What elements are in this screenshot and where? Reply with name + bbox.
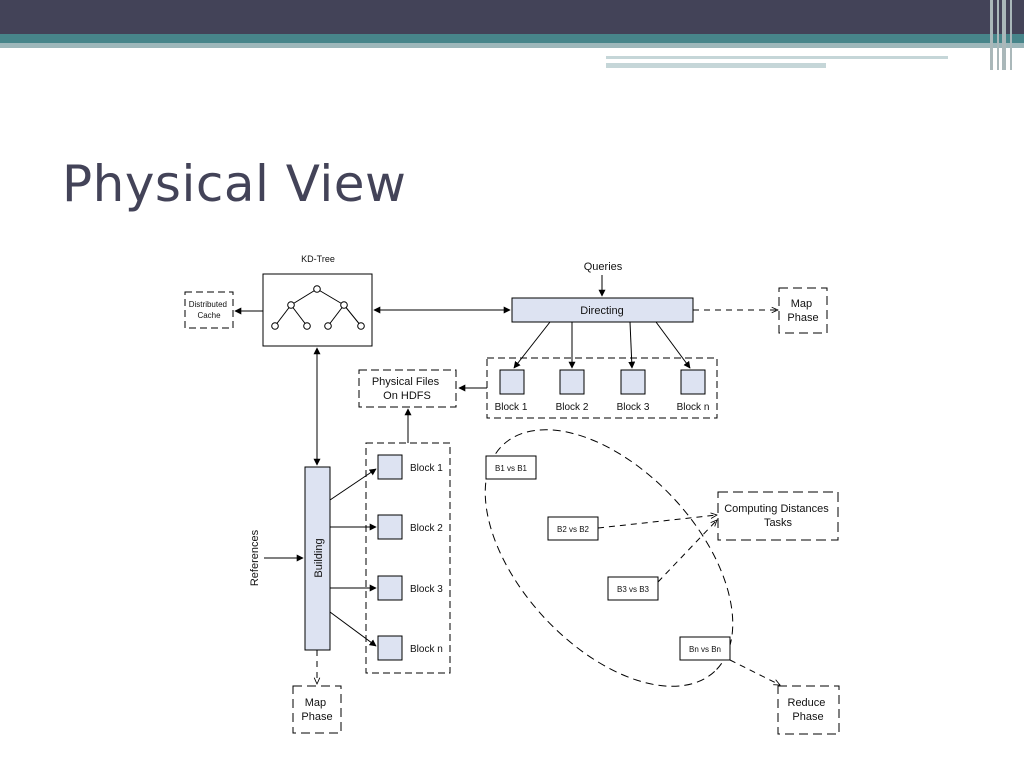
top-block-2: Block 2 — [556, 369, 589, 413]
reduce-phase-line-2: Phase — [792, 711, 823, 723]
physical-files-line-1: Physical Files — [372, 376, 440, 388]
computing-distances-line-2: Tasks — [764, 517, 793, 529]
map-phase-top-line-2: Phase — [787, 312, 818, 324]
building-to-blocks-arrows — [329, 468, 377, 647]
left-block-2-label: Block 2 — [410, 523, 443, 534]
arrow-b3-to-computing — [657, 520, 717, 583]
header-bar-teal — [0, 34, 1024, 43]
distributed-cache-line-2: Cache — [197, 311, 221, 320]
comparison-b2-label: B2 vs B2 — [557, 525, 590, 534]
distributed-cache-box — [184, 291, 234, 329]
top-block-2-label: Block 2 — [556, 402, 589, 413]
top-block-n: Block n — [677, 369, 710, 413]
physical-files-box — [358, 369, 457, 408]
computing-distances-line-1: Computing Distances — [724, 503, 829, 515]
comparisons-ellipse — [484, 429, 734, 687]
top-block-1: Block 1 — [495, 369, 528, 413]
distributed-cache-label: Distributed Cache — [189, 300, 229, 320]
computing-distances-label: Computing Distances Tasks — [724, 503, 832, 529]
header-bar-dark — [0, 0, 1024, 34]
map-phase-bottom-label: Map Phase — [301, 697, 332, 723]
directing-to-blocks-arrows — [513, 321, 691, 369]
reduce-phase-box — [777, 685, 840, 735]
kd-tree-label: KD-Tree — [301, 254, 335, 264]
comparison-b1-label: B1 vs B1 — [495, 464, 528, 473]
directing-box — [511, 297, 694, 323]
left-block-n: Block n — [377, 635, 443, 661]
map-phase-bottom-box — [292, 685, 342, 734]
top-block-3-label: Block 3 — [617, 402, 650, 413]
comparison-b2: B2 vs B2 — [547, 516, 599, 541]
map-phase-top-label: Map Phase — [787, 298, 818, 324]
kd-tree-box — [262, 273, 373, 347]
top-block-n-label: Block n — [677, 402, 710, 413]
slide-title: Physical View — [62, 155, 407, 213]
map-phase-bottom-line-1: Map — [305, 697, 326, 709]
top-block-3: Block 3 — [617, 369, 650, 413]
map-phase-bottom-line-2: Phase — [301, 711, 332, 723]
header-edge-decoration — [988, 0, 1024, 70]
arrow-b2-to-computing — [597, 515, 717, 529]
directing-label: Directing — [580, 305, 623, 317]
comparison-b3-label: B3 vs B3 — [617, 585, 650, 594]
computing-distances-box — [717, 491, 839, 541]
physical-files-label: Physical Files On HDFS — [372, 376, 442, 402]
arrow-to-reduce-phase — [729, 659, 780, 685]
left-block-n-label: Block n — [410, 644, 443, 655]
map-phase-top-line-1: Map — [791, 298, 812, 310]
left-blocks-container — [365, 442, 451, 674]
header-accent-line — [606, 56, 948, 59]
comparison-b1: B1 vs B1 — [485, 455, 537, 480]
left-block-3: Block 3 — [377, 575, 443, 601]
header-bar-light — [0, 43, 1024, 48]
left-block-3-label: Block 3 — [410, 584, 443, 595]
queries-label: Queries — [584, 261, 623, 273]
distributed-cache-line-1: Distributed — [189, 300, 227, 309]
left-block-2: Block 2 — [377, 514, 443, 540]
building-label: Building — [313, 538, 325, 577]
left-block-1-label: Block 1 — [410, 463, 443, 474]
physical-files-line-2: On HDFS — [383, 390, 431, 402]
reduce-phase-label: Reduce Phase — [788, 697, 829, 723]
reduce-phase-line-1: Reduce — [788, 697, 826, 709]
tree-node-icons — [271, 285, 365, 330]
comparison-bn: Bn vs Bn — [679, 636, 731, 661]
comparison-b3: B3 vs B3 — [607, 576, 659, 601]
left-block-1: Block 1 — [377, 454, 443, 480]
top-block-1-label: Block 1 — [495, 402, 528, 413]
map-phase-top-box — [778, 287, 828, 334]
header-accent-line — [606, 63, 826, 68]
comparison-bn-label: Bn vs Bn — [689, 645, 721, 654]
references-label: References — [249, 529, 261, 586]
